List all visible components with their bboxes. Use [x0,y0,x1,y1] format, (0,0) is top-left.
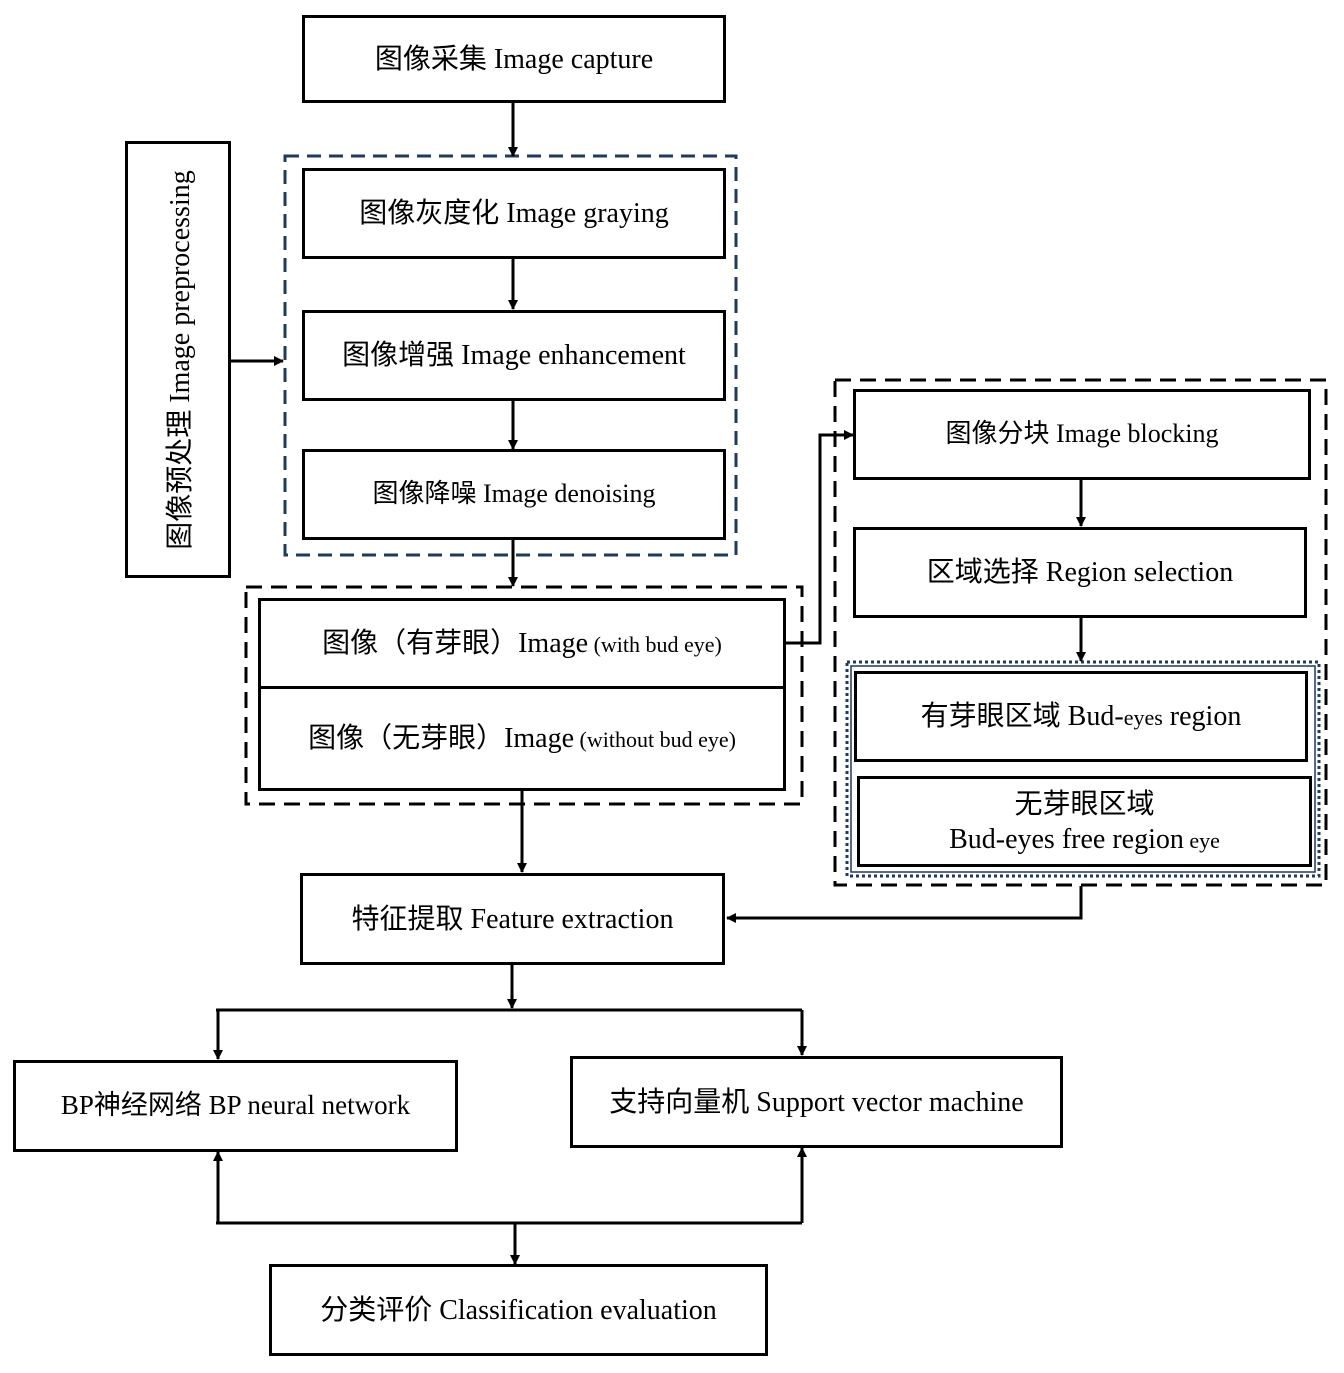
image-denoising-label: 图像降噪 Image denoising [372,479,656,509]
image-with-bud-eye-box: 图像（有芽眼）Image (with bud eye) [258,598,786,689]
bud-eyes-region-label: 有芽眼区域 Bud- [920,701,1124,732]
image-preprocessing-box: 图像预处理 Image preprocessing [125,141,231,578]
image-enhancement-box: 图像增强 Image enhancement [302,310,726,401]
bp-neural-network-label: BP神经网络 BP neural network [60,1090,411,1121]
image-blocking-box: 图像分块 Image blocking [853,389,1311,480]
bud-eyes-free-region-box: 无芽眼区域 Bud-eyes free region eye [857,776,1312,867]
bud-eyes-free-region-eye: eye [1183,827,1220,853]
image-blocking-label: 图像分块 Image blocking [945,419,1219,449]
feature-extraction-label: 特征提取 Feature extraction [351,903,674,935]
bud-eyes-region-eyes: eyes [1123,705,1163,730]
image-without-bud-eye-label: 图像（无芽眼）Image [308,723,575,754]
classification-evaluation-label: 分类评价 Classification evaluation [320,1294,717,1326]
bp-neural-network-box: BP神经网络 BP neural network [13,1060,458,1152]
image-capture-label: 图像采集 Image capture [374,43,654,75]
image-graying-box: 图像灰度化 Image graying [302,168,726,259]
bud-eyes-free-region-line1: 无芽眼区域 [1014,788,1155,820]
image-enhancement-label: 图像增强 Image enhancement [342,340,686,371]
image-with-bud-eye-label: 图像（有芽眼）Image [322,628,589,659]
arrow-images-to-blocking [786,430,854,645]
support-vector-machine-box: 支持向量机 Support vector machine [570,1056,1063,1148]
region-group-frame [833,378,1328,887]
arrow-regions-to-feature [726,886,1083,923]
image-preprocessing-label: 图像预处理 Image preprocessing [165,169,196,550]
classification-evaluation-box: 分类评价 Classification evaluation [269,1264,768,1356]
image-capture-box: 图像采集 Image capture [302,15,726,103]
bud-eyes-free-region-line2: Bud-eyes free region [949,823,1184,855]
image-graying-label: 图像灰度化 Image graying [359,198,669,229]
image-with-bud-eye-note: (with bud eye) [588,632,722,657]
region-selection-box: 区域选择 Region selection [853,527,1307,618]
image-without-bud-eye-note: (without bud eye) [574,727,736,752]
image-denoising-box: 图像降噪 Image denoising [302,449,726,540]
feature-extraction-box: 特征提取 Feature extraction [300,873,725,965]
support-vector-machine-label: 支持向量机 Support vector machine [609,1086,1024,1118]
bud-eyes-region-tail: region [1162,701,1242,732]
image-classes-group-frame [244,585,804,806]
region-selection-label: 区域选择 Region selection [926,557,1234,588]
bud-eyes-region-box: 有芽眼区域 Bud-eyes region [854,671,1308,762]
image-without-bud-eye-box: 图像（无芽眼）Image (without bud eye) [258,686,786,791]
bud-region-group-frame [845,660,1321,878]
